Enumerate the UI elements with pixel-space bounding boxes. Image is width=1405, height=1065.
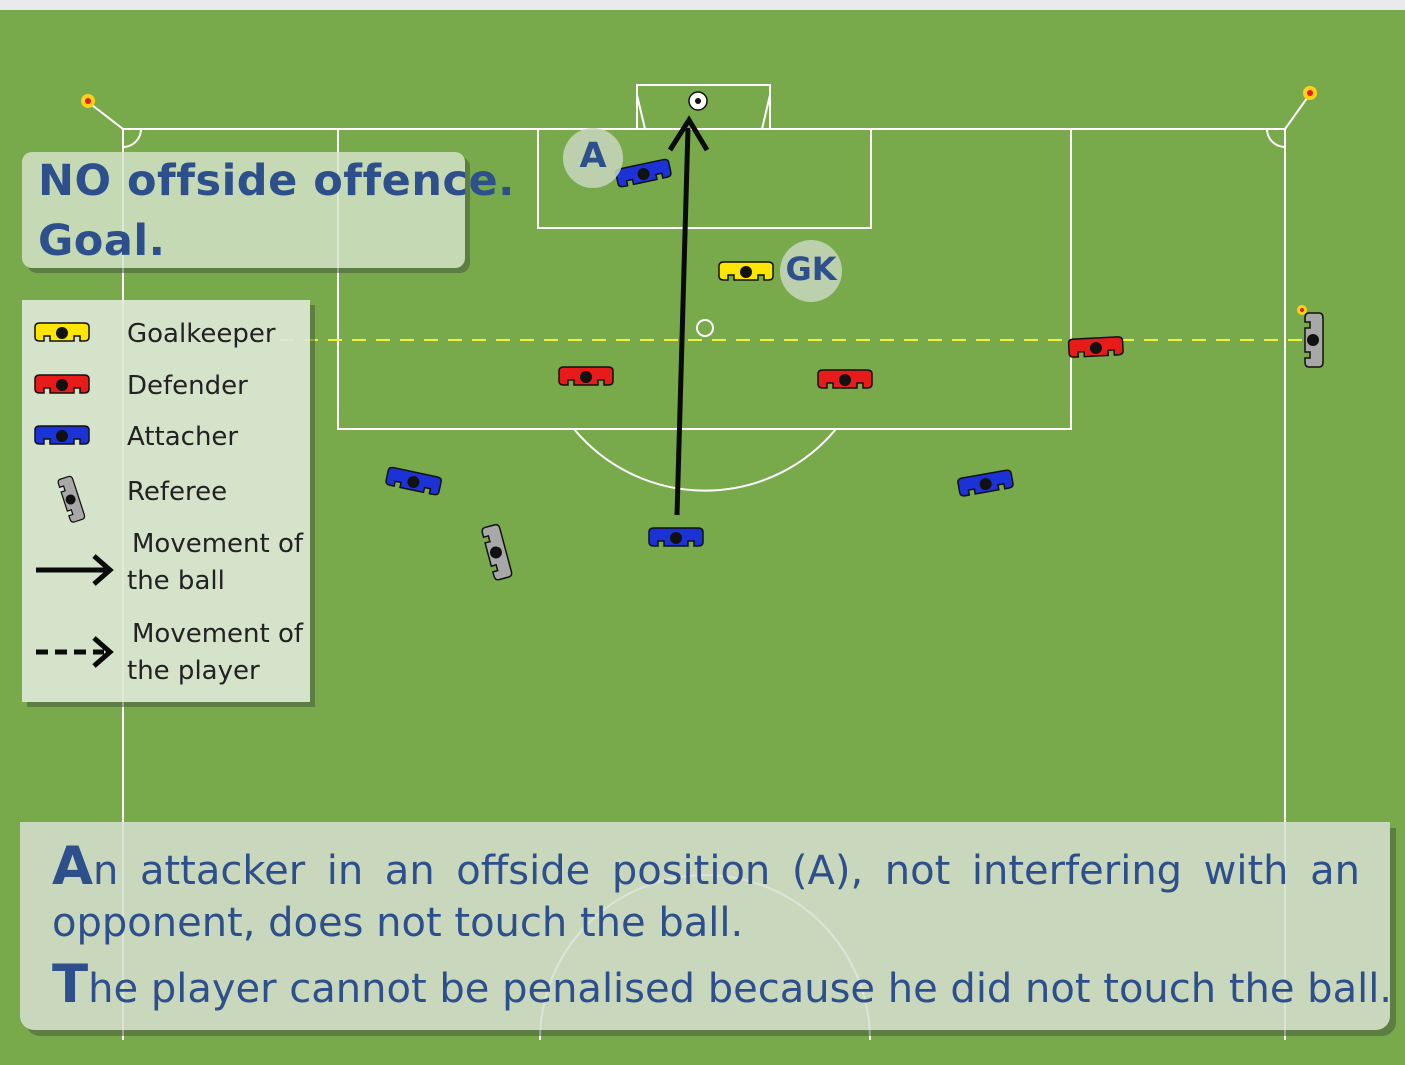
defender-3 xyxy=(1067,335,1125,359)
caption-line-3: The player cannot be penalised because h… xyxy=(52,954,1392,1015)
solid-arrow-icon xyxy=(36,554,114,586)
attacker-kicker xyxy=(648,527,704,547)
title-box: NO offside offence. Goal. xyxy=(22,152,514,268)
ball-movement-arrow xyxy=(667,115,710,516)
title-line-1: NO offside offence. xyxy=(38,156,515,206)
legend-label-ball-movement-2: the ball xyxy=(127,566,225,596)
legend-label-attacker: Attacher xyxy=(127,422,239,452)
corner-flag-left xyxy=(81,94,124,130)
assistant-flag-icon xyxy=(1297,305,1307,315)
legend-label-referee: Referee xyxy=(127,477,228,507)
defender-icon xyxy=(34,374,90,394)
attacker-left xyxy=(384,465,443,497)
legend-label-player-movement-2: the player xyxy=(127,656,260,686)
attacker-marker-bg xyxy=(563,128,623,188)
defender-1 xyxy=(558,366,614,386)
dashed-arrow-icon xyxy=(36,636,114,668)
assistant-referee xyxy=(1304,312,1324,368)
attacker-right xyxy=(956,468,1015,498)
attacker-marker-label: A xyxy=(579,136,607,176)
caption-line-1-rest: n attacker in an offside position (A), n… xyxy=(93,848,1360,894)
attacker-icon xyxy=(34,425,90,445)
caption-line-2: opponent, does not touch the ball. xyxy=(52,900,744,946)
attacker-a xyxy=(614,157,673,189)
legend: Goalkeeper Defender Attacher Referee Mov… xyxy=(22,300,310,702)
goalkeeper-icon xyxy=(34,322,90,342)
caption-line-3-rest: he player cannot be penalised because he… xyxy=(88,966,1393,1012)
goalkeeper-marker-label: GK xyxy=(785,250,837,288)
corner-flag-right xyxy=(1284,86,1317,130)
legend-label-player-movement-1: Movement of xyxy=(132,619,304,649)
referee xyxy=(480,523,514,582)
referee-icon xyxy=(56,474,87,524)
goalkeeper xyxy=(718,261,774,281)
caption-line-3-initial: T xyxy=(52,954,89,1015)
title-line-2: Goal. xyxy=(38,216,166,266)
legend-label-defender: Defender xyxy=(127,371,248,401)
caption-line-1-initial: A xyxy=(52,836,94,897)
goalkeeper-marker-bg xyxy=(780,240,842,302)
defender-2 xyxy=(817,369,873,389)
caption-line-1: An attacker in an offside position (A), … xyxy=(52,836,1360,897)
ball-icon xyxy=(688,91,708,111)
legend-label-goalkeeper: Goalkeeper xyxy=(127,319,276,349)
legend-label-ball-movement-1: Movement of xyxy=(132,529,304,559)
caption-box: An attacker in an offside position (A), … xyxy=(20,822,1392,1030)
